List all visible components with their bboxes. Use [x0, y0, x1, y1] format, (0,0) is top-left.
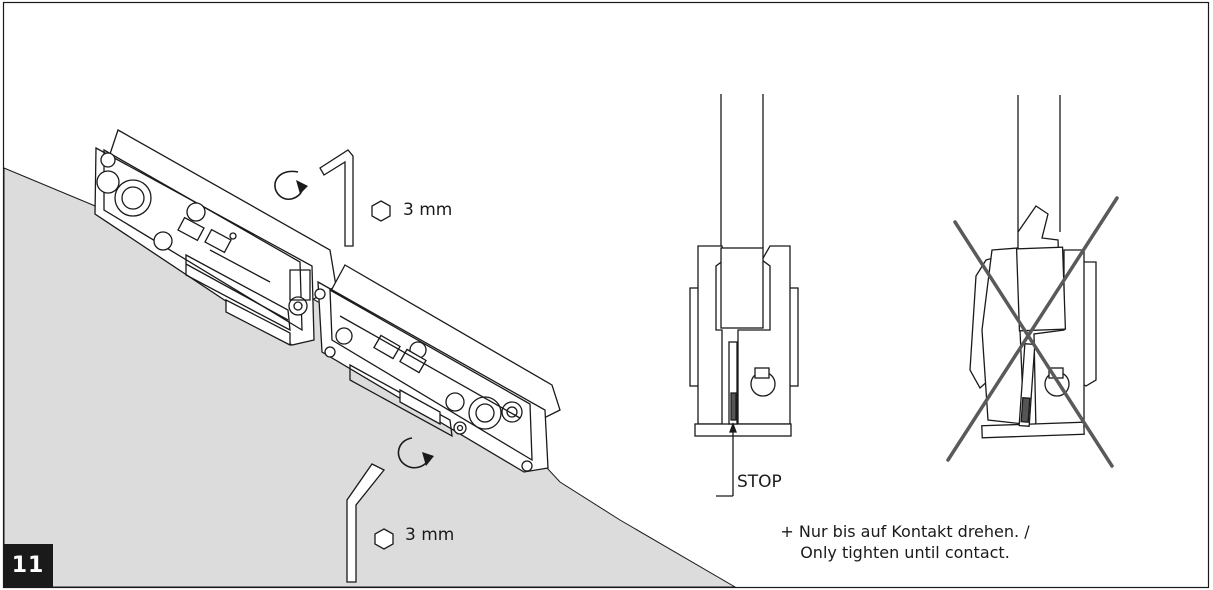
note-line-de: + Nur bis auf Kontakt drehen. / [780, 522, 1030, 541]
hexagon-icon [374, 528, 394, 550]
cross-mark-icon [946, 196, 1119, 468]
hex-wrench-icon [346, 463, 386, 583]
stop-label: STOP [737, 472, 782, 492]
hexagon-icon [371, 200, 391, 222]
rotate-arrowhead [422, 452, 434, 466]
rotate-arrow-icon [274, 170, 303, 201]
rotate-arrowhead [296, 180, 308, 194]
fitting-left [94, 129, 337, 347]
step-number-badge: 11 [3, 544, 53, 587]
clamp-correct [689, 94, 799, 497]
instruction-note: + Nur bis auf Kontakt drehen. / Only tig… [745, 521, 1065, 563]
note-line-en: Only tighten until contact. [800, 543, 1010, 562]
fitting-right [314, 264, 561, 473]
clamp-incorrect [969, 95, 1097, 439]
hex-wrench-icon [319, 149, 354, 247]
tool-size-label-bottom: 3 mm [405, 525, 455, 545]
tool-size-label-top: 3 mm [403, 200, 453, 220]
